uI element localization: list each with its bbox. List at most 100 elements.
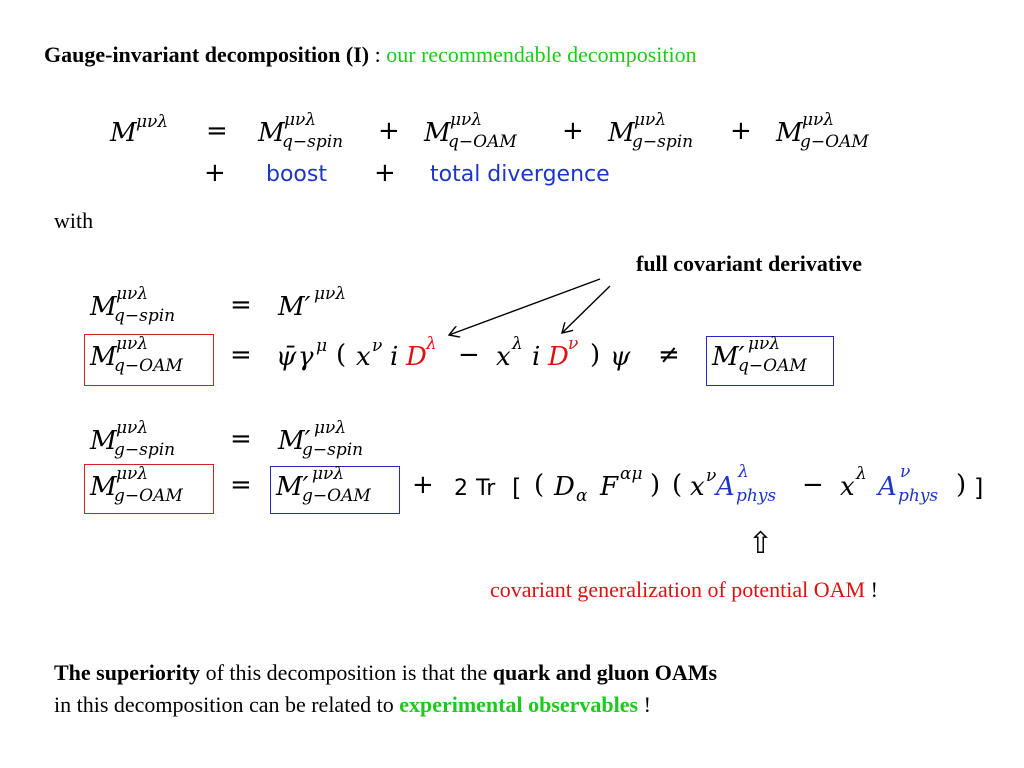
boost-label: boost xyxy=(266,162,327,187)
q-oam-rhs: M′ μνλ q−OAM xyxy=(712,334,832,386)
eq1-plus1: + xyxy=(378,116,400,146)
qoam-D-nu: D xyxy=(548,342,569,372)
conclusion-bold1: The superiority xyxy=(54,660,201,685)
goam-A2-sup: ν xyxy=(900,462,911,482)
conclusion-end: ! xyxy=(638,692,651,717)
gspin-rhs-sup: μνλ xyxy=(314,418,347,438)
qoam-psi: ψ xyxy=(610,342,631,372)
eq1-term4-sub: g−OAM xyxy=(800,132,869,152)
qoam-psibar: ψ̄ xyxy=(276,342,297,372)
goam-A1-sub: phys xyxy=(736,486,777,506)
qoam-equals: = xyxy=(230,340,252,370)
goam-D-sub: α xyxy=(576,486,588,506)
eq1-plus3: + xyxy=(730,116,752,146)
qoam-x2-sup: λ xyxy=(512,334,523,354)
goam-F-sup: αμ xyxy=(620,464,643,484)
qoam-close-paren: ) xyxy=(590,340,601,370)
gspin-rhs-sub: g−spin xyxy=(302,440,364,460)
goam-A1: A xyxy=(716,472,735,502)
qoam-i1: i xyxy=(390,342,399,372)
goam-close1: ) xyxy=(650,470,661,500)
eq1-term1-base: M xyxy=(258,118,285,148)
goam-F: F xyxy=(600,472,619,502)
arrow-to-D-nu xyxy=(562,285,611,333)
qspin-lhs-sub: q−spin xyxy=(114,306,176,326)
goam-close2: ) xyxy=(956,470,967,500)
goam-x1: x xyxy=(690,472,705,502)
conclusion-line2-start: in this decomposition can be related to xyxy=(54,692,400,717)
gspin-equals: = xyxy=(230,424,252,454)
title-green: our recommendable decomposition xyxy=(386,42,697,67)
goam-lhs-sup: μνλ xyxy=(116,464,149,484)
title-bold: Gauge-invariant decomposition (I) xyxy=(44,42,370,67)
cov-gen-text: covariant generalization of potential OA… xyxy=(490,577,866,602)
qoam-lhs: M xyxy=(90,342,117,372)
q-oam-equation: M μνλ q−OAM = ψ̄ γ μ ( x ν i D λ − x λ i… xyxy=(90,334,850,386)
qoam-minus: − xyxy=(458,340,480,370)
conclusion-green: experimental observables xyxy=(399,692,639,717)
goam-lhs-sub: g−OAM xyxy=(114,486,183,506)
qoam-neq: ≠ xyxy=(658,340,680,370)
qoam-x1-sup: ν xyxy=(372,336,383,356)
conclusion-bold2: quark and gluon OAMs xyxy=(492,660,718,685)
qoam-open-paren: ( xyxy=(336,340,347,370)
qspin-rhs: M′ xyxy=(278,292,311,322)
eq1-term3-sub: g−spin xyxy=(632,132,694,152)
goam-lbracket: [ xyxy=(512,474,522,502)
qoam-lhs-sup: μνλ xyxy=(116,334,149,354)
cov-gen-end: ! xyxy=(865,577,878,602)
with-label: with xyxy=(54,208,94,233)
goam-rhs-sub: g−OAM xyxy=(302,486,371,506)
goam-x2-sup: λ xyxy=(856,464,867,484)
eq1-term3-sup: μνλ xyxy=(634,110,667,130)
eq1-term1-sub: q−spin xyxy=(282,132,344,152)
qspin-lhs-sup: μνλ xyxy=(116,284,149,304)
goam-open2: ( xyxy=(672,470,683,500)
goam-x2: x xyxy=(840,472,855,502)
q-oam-rhs-box xyxy=(706,336,834,386)
eq1-term4-sup: μνλ xyxy=(802,110,835,130)
goam-open1: ( xyxy=(534,470,545,500)
qoam-D-lambda: D xyxy=(406,342,427,372)
gspin-lhs-sub: g−spin xyxy=(114,440,176,460)
qoam-gamma: γ xyxy=(298,342,314,372)
goam-A1-sup: λ xyxy=(738,462,749,482)
eq1-line2-plus2: + xyxy=(374,158,396,188)
conclusion-line1: The superiority of this decomposition is… xyxy=(54,660,717,686)
eq1-line2-plus1: + xyxy=(204,158,226,188)
qoam-rhs-sub: q−OAM xyxy=(738,356,807,376)
qoam-rhs: M′ xyxy=(712,342,745,372)
eq1-term2-sub: q−OAM xyxy=(448,132,517,152)
qoam-gamma-sup: μ xyxy=(316,336,328,356)
g-spin-equation: M μνλ g−spin = M′ μνλ g−spin xyxy=(90,418,410,468)
goam-plus: + xyxy=(412,470,434,500)
goam-D: D xyxy=(554,472,575,502)
g-oam-rhs-box xyxy=(270,466,400,514)
eq1-lhs: M xyxy=(110,118,137,148)
conclusion-line2: in this decomposition can be related to … xyxy=(54,692,651,718)
eq1-term2-base: M xyxy=(424,118,451,148)
qspin-lhs: M xyxy=(90,292,117,322)
gspin-lhs: M xyxy=(90,426,117,456)
gspin-lhs-sup: μνλ xyxy=(116,418,149,438)
goam-rhs-sup: μνλ xyxy=(312,464,345,484)
qspin-equals: = xyxy=(230,290,252,320)
qspin-rhs-sup: μνλ xyxy=(314,284,347,304)
full-covariant-label: full covariant derivative xyxy=(636,251,863,276)
eq1-term4-base: M xyxy=(776,118,803,148)
qoam-lhs-sub: q−OAM xyxy=(114,356,183,376)
qoam-D-lambda-sup: λ xyxy=(426,334,437,354)
eq1-equals: = xyxy=(206,116,228,146)
title-sep: : xyxy=(369,42,387,67)
goam-tr: Tr xyxy=(476,476,496,501)
goam-x1-sup: ν xyxy=(706,466,717,486)
g-oam-lhs-box xyxy=(84,464,214,514)
goam-lhs: M xyxy=(90,472,117,502)
eq1-term2-sup: μνλ xyxy=(450,110,483,130)
total-divergence-label: total divergence xyxy=(430,162,610,187)
q-oam-lhs-box xyxy=(84,334,214,386)
qoam-x1: x xyxy=(356,342,371,372)
conclusion-mid: of this decomposition is that the xyxy=(200,660,493,685)
g-oam-equation: M μνλ g−OAM = M′ μνλ g−OAM + 2 Tr [ ( D … xyxy=(90,462,990,518)
